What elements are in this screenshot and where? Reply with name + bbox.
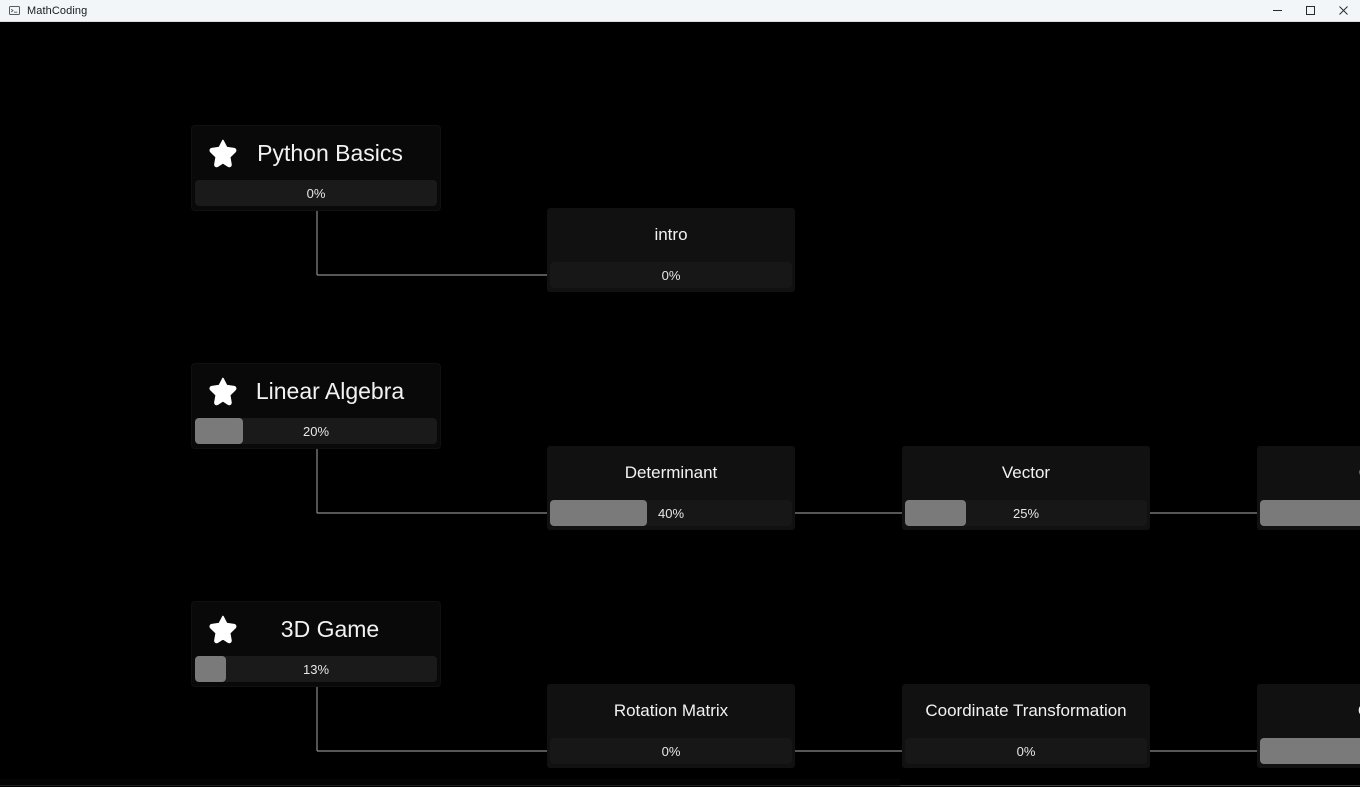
progress-bar-fill	[550, 500, 647, 526]
progress-label: 0%	[1016, 743, 1036, 759]
node-title: Linear Algebra	[255, 377, 405, 404]
maximize-button[interactable]	[1294, 0, 1327, 22]
progress-bar: 20%	[195, 418, 437, 444]
node-title: Geom	[1358, 701, 1360, 721]
progress-label: 0%	[306, 185, 326, 201]
node-header: Python Basics	[192, 126, 440, 180]
root-node-python-basics[interactable]: Python Basics 0%	[192, 126, 440, 210]
node-header: Vector	[902, 446, 1150, 500]
root-node-linear-algebra[interactable]: Linear Algebra 20%	[192, 364, 440, 448]
star-icon	[206, 612, 240, 646]
titlebar-left-group: MathCoding	[0, 5, 87, 17]
progress-label: 25%	[1012, 505, 1040, 521]
progress-bar-fill	[195, 656, 227, 682]
app-title: MathCoding	[27, 4, 88, 17]
progress-bar: 0%	[195, 180, 437, 206]
progress-bar: 40%	[550, 500, 792, 526]
node-title: intro	[654, 225, 688, 244]
child-node-intro[interactable]: intro 0%	[547, 208, 795, 292]
skill-tree-canvas[interactable]: Python Basics 0% intro 0% Linear Algebra 20% D…	[0, 22, 1360, 787]
node-title: 3D Game	[280, 615, 380, 642]
progress-bar: 0%	[550, 738, 792, 764]
connector-lines	[316, 210, 1257, 752]
progress-bar-fill	[905, 500, 966, 526]
progress-bar: 25%	[905, 500, 1147, 526]
progress-bar-fill	[1260, 738, 1360, 764]
progress-bar: 0%	[550, 262, 792, 288]
horizontal-scrollbar-track[interactable]	[900, 779, 1360, 786]
progress-label: 0%	[661, 743, 681, 759]
child-node-determinant[interactable]: Determinant 40%	[547, 446, 795, 530]
node-header: 3D Game	[192, 602, 440, 656]
child-node-cross-product[interactable]: Cross	[1257, 446, 1360, 530]
child-node-vector[interactable]: Vector 25%	[902, 446, 1150, 530]
node-header: intro	[547, 208, 795, 262]
window-controls	[1261, 0, 1360, 22]
progress-bar-fill	[1260, 500, 1360, 526]
horizontal-scrollbar[interactable]	[0, 778, 1360, 787]
progress-label: 13%	[302, 661, 330, 677]
horizontal-scrollbar-thumb[interactable]	[0, 779, 900, 786]
child-node-geometry[interactable]: Geom	[1257, 684, 1360, 768]
app-icon	[8, 5, 20, 17]
minimize-button[interactable]	[1261, 0, 1294, 22]
node-header: Geom	[1257, 684, 1360, 738]
star-icon	[206, 374, 240, 408]
root-node-3d-game[interactable]: 3D Game 13%	[192, 602, 440, 686]
node-title: Coordinate Transformation	[925, 701, 1127, 720]
progress-label: 0%	[661, 267, 681, 283]
progress-bar: 0%	[905, 738, 1147, 764]
node-title: Vector	[1001, 463, 1051, 482]
node-title: Determinant	[624, 463, 718, 482]
node-header: Determinant	[547, 446, 795, 500]
child-node-rotation-matrix[interactable]: Rotation Matrix 0%	[547, 684, 795, 768]
node-header: Linear Algebra	[192, 364, 440, 418]
node-title: Cross	[1359, 463, 1360, 483]
progress-label: 40%	[657, 505, 685, 521]
progress-bar-fill	[195, 418, 244, 444]
progress-bar: 13%	[195, 656, 437, 682]
star-icon	[206, 136, 240, 170]
progress-bar	[1260, 500, 1360, 526]
progress-bar	[1260, 738, 1360, 764]
close-button[interactable]	[1327, 0, 1360, 22]
child-node-coordinate-transformation[interactable]: Coordinate Transformation 0%	[902, 684, 1150, 768]
window-titlebar: MathCoding	[0, 0, 1360, 22]
progress-label: 20%	[302, 423, 330, 439]
node-title: Python Basics	[257, 139, 403, 166]
node-header: Coordinate Transformation	[902, 684, 1150, 738]
node-header: Rotation Matrix	[547, 684, 795, 738]
node-title: Rotation Matrix	[613, 701, 729, 720]
node-header: Cross	[1257, 446, 1360, 500]
